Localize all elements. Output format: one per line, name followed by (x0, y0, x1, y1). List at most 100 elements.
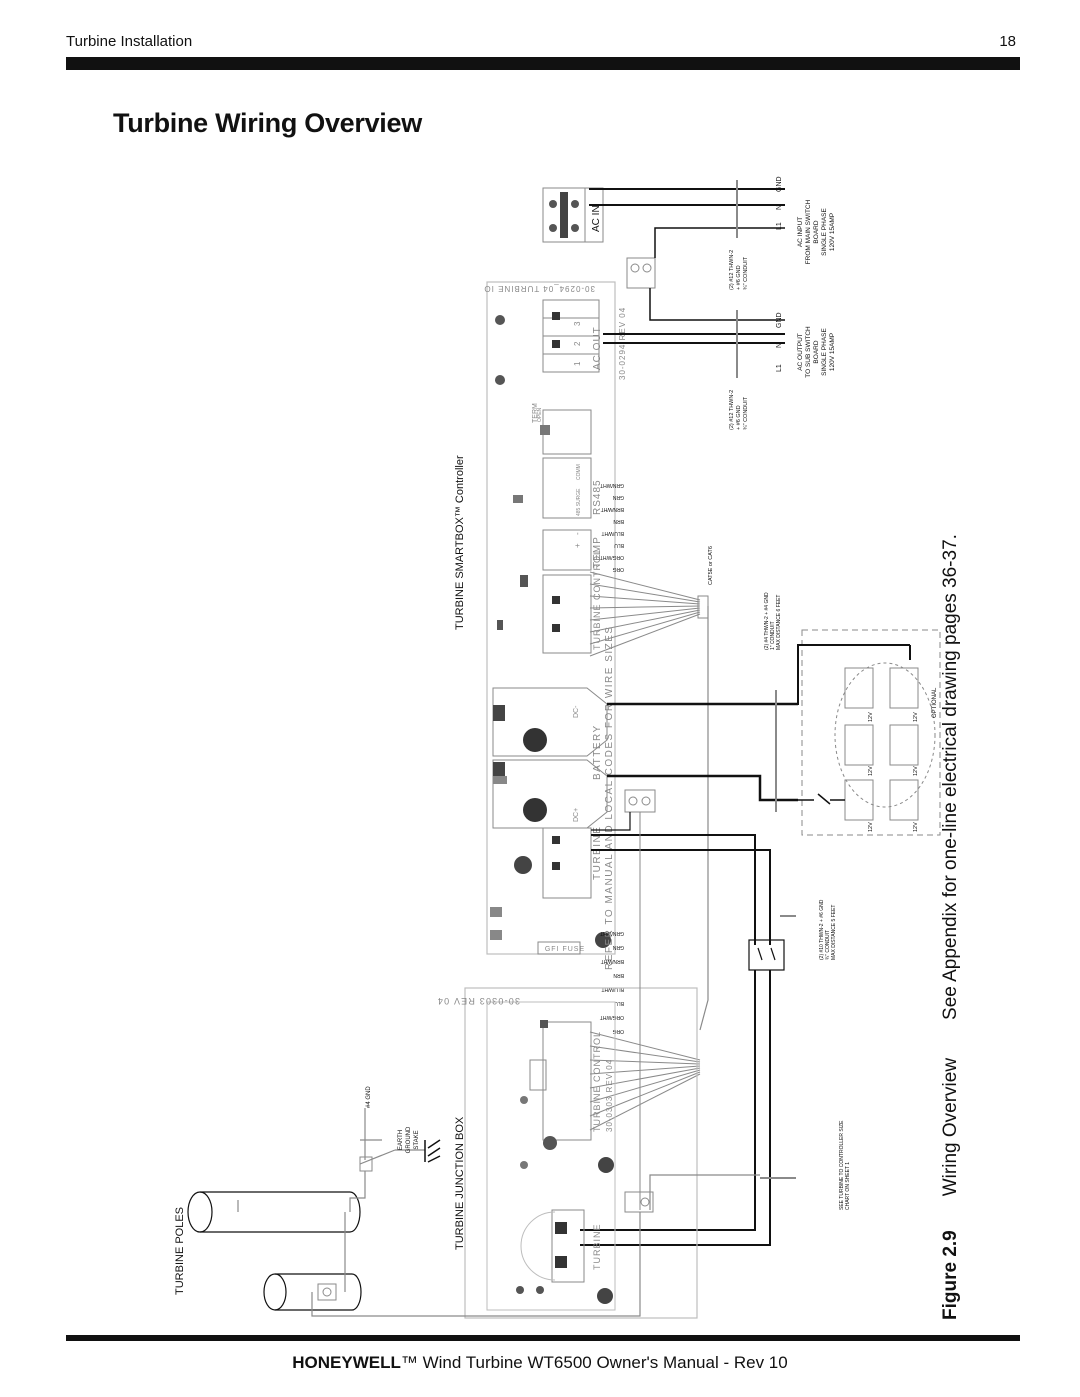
control-cable-fan (589, 571, 709, 1131)
ac-input-line-5: 120V 15AMP (829, 213, 836, 251)
jb-wire-4: BLU/WHT (602, 986, 625, 992)
rs485-label: RS485 (592, 479, 603, 515)
ac-output-line-4: SINGLE PHASE (821, 327, 828, 375)
ac-output-line-1: AC OUTPUT (797, 333, 804, 371)
terminal-plus: + (573, 543, 582, 548)
ac-out-label: AC OUT (592, 326, 603, 370)
dc-plus-label: DC+ (573, 808, 580, 822)
see-turbine-1: SEE TURBINE TO CONTROLLER SIZE (839, 1120, 845, 1210)
thwn-batt-2: 1" CONDUIT (770, 621, 776, 650)
ac-out-gnd: GND (776, 312, 783, 328)
turbine-control-label: TURBINE CONTROL (592, 549, 602, 650)
ac-output-wires (603, 288, 785, 378)
header-rule (66, 57, 1020, 70)
earth-3: STAKE (414, 1130, 420, 1149)
ac-output-line-3: BOARD (813, 340, 820, 363)
poles-label: TURBINE POLES (174, 1207, 186, 1295)
thwn-turb-2: ¾" CONDUIT (825, 930, 831, 960)
footer-brand: HONEYWELL (292, 1353, 401, 1372)
thwn-turb-3: MAX DISTANCE 5 FEET (831, 905, 837, 960)
terminal-minus: - (573, 532, 582, 535)
smartbox-label: TURBINE SMARTBOX™ Controller (454, 455, 466, 630)
ac-out-n: N (776, 343, 783, 348)
ac-output-line-5: 120V 15AMP (829, 333, 836, 371)
thwn-batt-3: MAX DISTANCE 6 FEET (776, 595, 782, 650)
terminal-3: 3 (573, 321, 582, 326)
battery-bank (797, 629, 941, 836)
figure-label: Figure 2.9 (940, 1230, 961, 1320)
figure-name: Wiring Overview (940, 1057, 961, 1197)
wire-4: BLU/WHT (602, 530, 625, 536)
refer-text: REFER TO MANUAL AND LOCAL CODES FOR WIRE… (604, 625, 615, 970)
battery-12v-4: 12V (913, 766, 919, 776)
jb-control-label: TURBINE CONTROL (592, 1031, 602, 1132)
footer-text: ™ Wind Turbine WT6500 Owner's Manual - R… (400, 1353, 788, 1372)
thwn-ac-in-3: ¾" CONDUIT (743, 256, 749, 290)
header-section: Turbine Installation (66, 33, 193, 50)
thwn-turb-1: (2) #10 THWN-2 + #6 GND (819, 899, 825, 960)
term-label: TERM (532, 403, 539, 423)
wire-5: BRN (613, 518, 624, 524)
ac-ground-lug (626, 257, 656, 289)
thwn-ac-out-1: (2) #12 THWN-2 (729, 390, 735, 430)
battery-terminal-label: BATTERY (592, 724, 603, 780)
battery-12v-3: 12V (868, 766, 874, 776)
footer: HONEYWELL™ Wind Turbine WT6500 Owner's M… (0, 1353, 1080, 1373)
wire-8: GRN/WHT (600, 482, 624, 488)
board-id-3: 30-0303 REV 04 (437, 996, 520, 1006)
battery-12v-2: 12V (913, 712, 919, 722)
jb-wire-3: BLU (614, 1000, 624, 1006)
jb-wire-2: ORG/WHT (600, 1014, 624, 1020)
ac-input-line-1: AC INPUT (797, 217, 804, 247)
jb-wire-7: GRN (613, 944, 625, 950)
page-title: Turbine Wiring Overview (113, 108, 422, 138)
rs485-surge-label: 485 SURGE (576, 488, 582, 516)
cable-label: CAT5E or CAT6 (708, 546, 714, 585)
ac-in-label: AC IN (591, 205, 602, 232)
wire-2: ORG/WHT (600, 554, 624, 560)
thwn-ac-out-3: ¾" CONDUIT (743, 396, 749, 430)
thwn-batt-1: (2) #4 THWN-2 + #4 GND (764, 592, 770, 650)
jb-wire-5: BRN (613, 972, 624, 978)
turbine-poles (187, 1191, 362, 1311)
ac-input-line-3: BOARD (813, 220, 820, 243)
page-number: 18 (999, 33, 1016, 50)
ac-in-gnd: GND (776, 176, 783, 192)
gfi-fuse-label: GFI FUSE (545, 946, 585, 953)
thwn-ac-in-2: + #6 GND (736, 265, 742, 290)
turbine-dc-wires (580, 812, 796, 1246)
open-label: OPEN (537, 407, 543, 422)
comm-label: COMM (576, 464, 582, 480)
jb-wire-1: ORG (613, 1028, 625, 1034)
temp-label: TEMP (592, 536, 603, 568)
terminal-2: 2 (573, 341, 582, 346)
wire-1: ORG (613, 566, 625, 572)
footer-rule (66, 1335, 1020, 1341)
thwn-ac-out-2: + #6 GND (736, 405, 742, 430)
battery-12v-1: 12V (868, 712, 874, 722)
figure-caption: Figure 2.9 Wiring Overview See Appendix fo… (940, 534, 962, 1320)
junction-label: TURBINE JUNCTION BOX (454, 1116, 466, 1250)
ac-in-n: N (776, 205, 783, 210)
optional-label: OPTIONAL (932, 687, 938, 718)
figure-note: See Appendix for one-line electrical dra… (940, 534, 961, 1020)
thwn-ac-in-1: (2) #12 THWN-2 (729, 250, 735, 290)
ac-output-line-2: TO SUB SWITCH (805, 326, 812, 378)
smartbox-board (486, 281, 616, 955)
terminal-1: 1 (573, 361, 582, 366)
ground-wiring (237, 1108, 760, 1317)
jb-turbine-label: TURBINE (592, 1223, 602, 1270)
board-id-1: 30-0294_04 TURBINE IO (483, 284, 595, 293)
ac-input-wires (589, 180, 785, 258)
ac-out-l1: L1 (776, 364, 783, 372)
turbine-terminal-label: TURBINE (592, 826, 603, 880)
ac-in-l1: L1 (776, 222, 783, 230)
see-turbine-2: CHART ON SHEET 1 (845, 1162, 851, 1210)
junction-ground-lug (624, 1191, 654, 1213)
battery-wires (607, 690, 798, 812)
dc-minus-label: DC- (573, 705, 580, 718)
jb-wire-8: GRN/WHT (600, 930, 624, 936)
jb-wire-6: BRN/WHT (601, 958, 624, 964)
wire-7: GRN (613, 494, 625, 500)
